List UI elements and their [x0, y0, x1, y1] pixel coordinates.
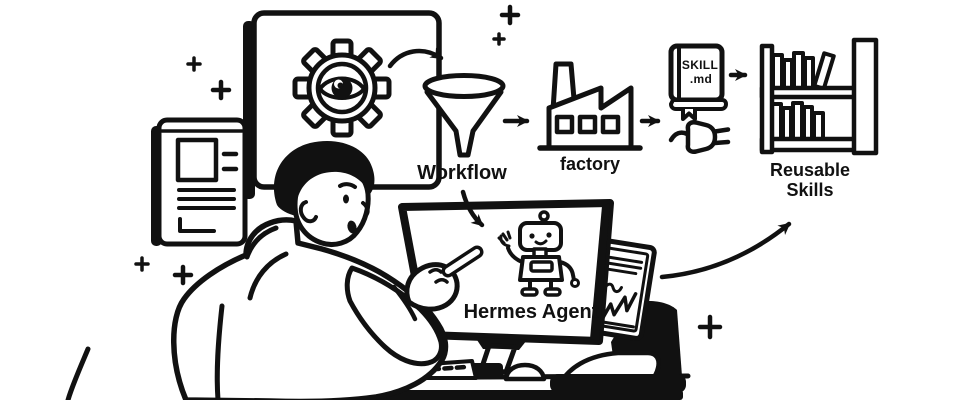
factory-label: factory [560, 154, 620, 174]
plus-icon [499, 4, 521, 26]
monitor: Hermes Agent [398, 199, 614, 345]
plus-icon [172, 264, 194, 286]
document-text-lines [177, 188, 236, 210]
person-ear [298, 200, 318, 224]
plug-icon [668, 120, 731, 154]
plus-icon [492, 32, 506, 46]
knuckle-lines [428, 268, 449, 284]
hood-outer-line [244, 225, 279, 260]
plus-icons [134, 4, 723, 340]
plus-icon [134, 256, 150, 272]
plus-icon [186, 56, 202, 72]
sleeve-cuff-line [391, 284, 418, 322]
person-eye [343, 194, 349, 204]
skill-book-icon: SKILL .md [668, 43, 728, 121]
skill-book-label-line2: .md [690, 72, 712, 86]
bookshelf-books-top [771, 51, 836, 91]
workflow-label: Workflow [417, 162, 507, 184]
document-corner-line [178, 217, 216, 233]
bookshelf-right-post [851, 37, 879, 156]
plug-prongs [712, 127, 731, 146]
plus-icon [697, 314, 723, 340]
arrow-screen-to-skills [659, 221, 792, 280]
person-body [171, 217, 449, 400]
hermes-agent-label: Hermes Agent [464, 301, 599, 323]
hood-opening-line [247, 251, 289, 301]
book-pages [669, 98, 728, 111]
book-bookmark [681, 107, 697, 121]
person-head [273, 140, 375, 248]
person [171, 140, 484, 400]
funnel-icon [422, 73, 506, 158]
person-hair [273, 140, 375, 216]
tablet-chart-line [600, 292, 638, 321]
robot-icon [497, 210, 580, 297]
eye-icon [318, 76, 366, 100]
reusable-skills-label-line2: Skills [786, 180, 833, 200]
hoodie-seam [214, 303, 225, 400]
person-mouth [347, 220, 357, 234]
reusable-skills-label-line1: Reusable [770, 160, 850, 180]
document-image-placeholder [175, 137, 219, 183]
skill-book-label-line1: SKILL [682, 58, 718, 72]
document-card [151, 117, 248, 247]
arrow-gear-to-funnel [387, 47, 444, 69]
pointing-hand [404, 245, 484, 312]
robot-right-arm [558, 260, 576, 282]
factory-icon [537, 61, 643, 151]
robot-left-arm [506, 246, 524, 264]
desk-left-edge [65, 346, 91, 400]
index-finger [445, 249, 480, 274]
plus-icon [210, 79, 232, 101]
person-nose [361, 201, 370, 217]
bookshelf-books-bottom [770, 101, 825, 141]
mouse-icon [503, 362, 547, 382]
bookshelf-top-board [759, 85, 861, 100]
arrow-workflow-to-screen [460, 189, 485, 228]
plug-cord [668, 130, 690, 143]
document-side-lines [221, 151, 239, 172]
bookshelf-left-post [759, 43, 775, 155]
person-eyebrow [338, 182, 357, 189]
gear-eye-icon [292, 38, 392, 138]
tablet-text-lines [606, 255, 644, 276]
bookshelf-bottom-board [759, 136, 861, 153]
robot-waving-hand [497, 230, 512, 248]
bookshelf-icon [759, 37, 879, 156]
